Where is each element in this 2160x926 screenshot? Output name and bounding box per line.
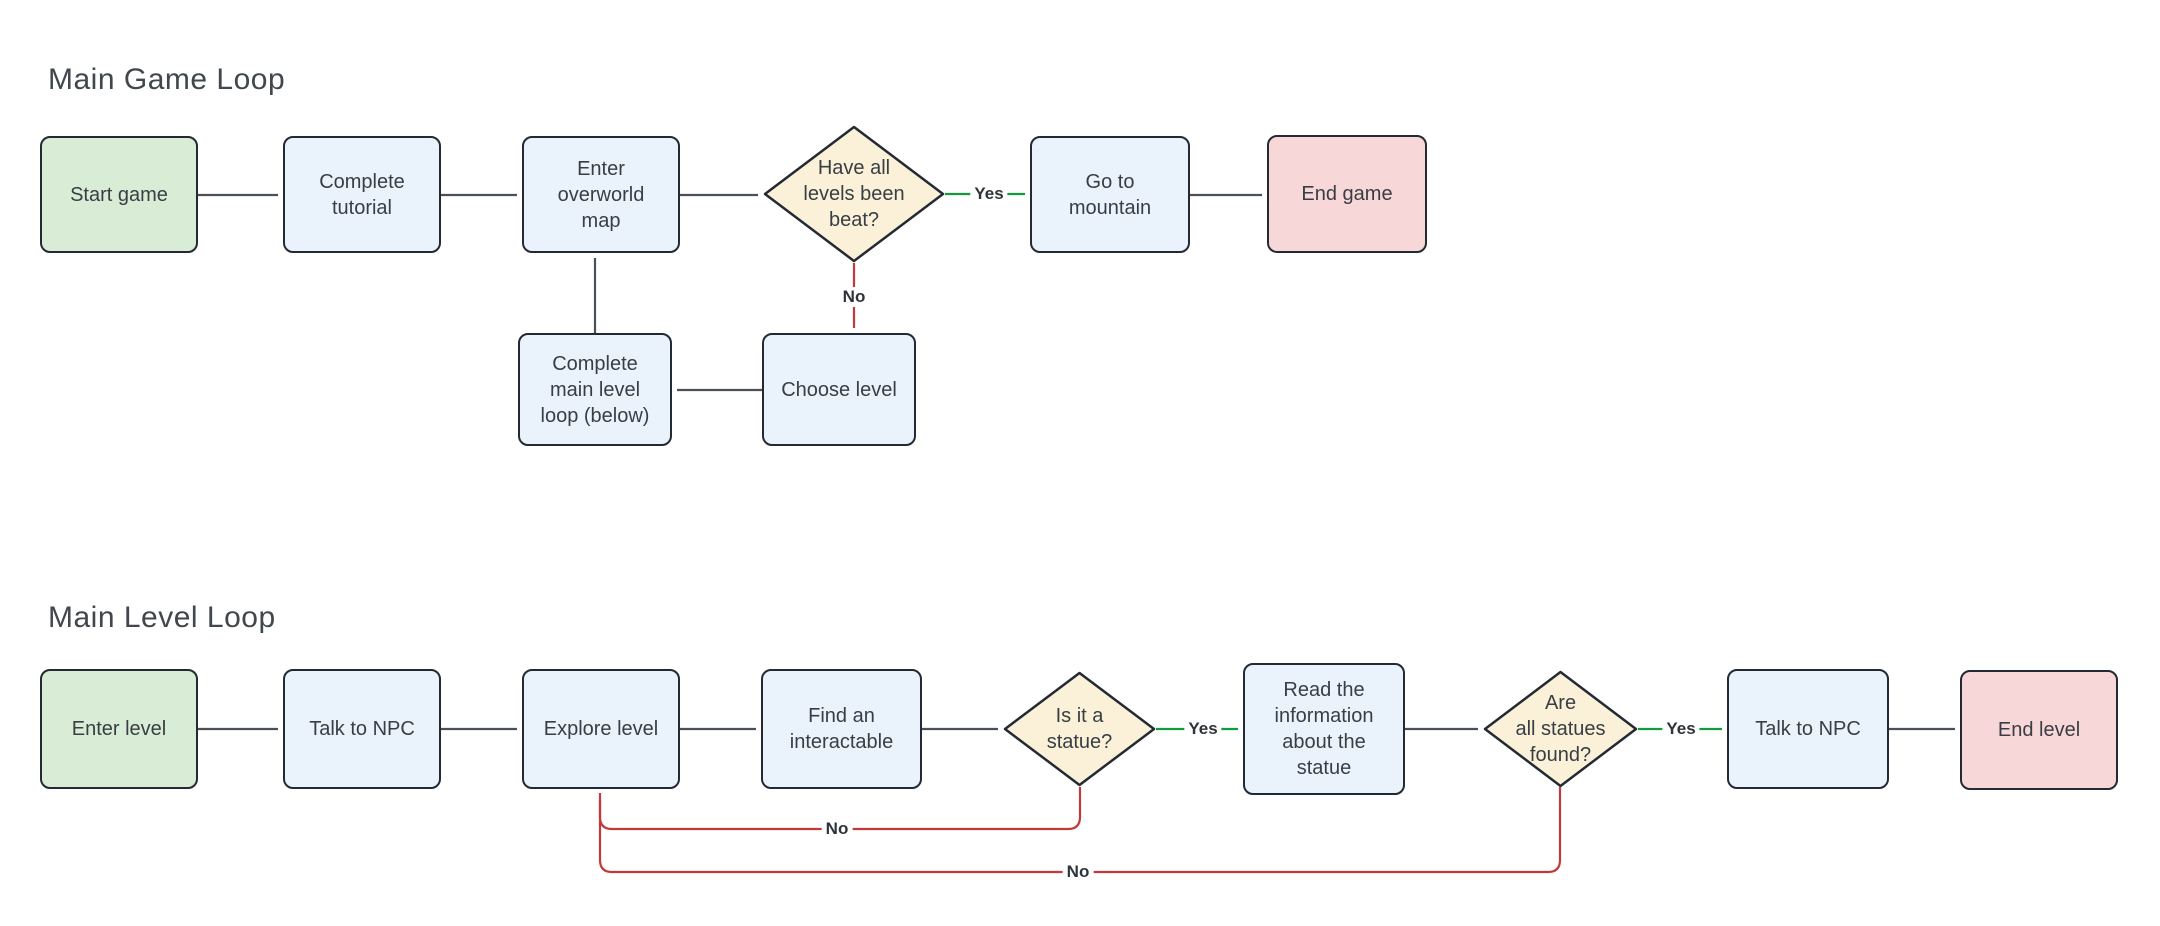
- node-enter-overworld-map: Enter overworld map: [522, 136, 680, 253]
- node-enter-level: Enter level: [40, 669, 198, 789]
- node-label: Read the information about the statue: [1274, 679, 1374, 779]
- edge-label-no-statues-found: No: [1062, 862, 1094, 882]
- node-label: Explore level: [543, 718, 659, 740]
- node-end-level: End level: [1960, 670, 2118, 790]
- node-label: Complete main level loop (below): [540, 352, 650, 427]
- node-go-to-mountain: Go to mountain: [1030, 136, 1190, 253]
- node-decision-statues-found: Are all statues found?: [1483, 670, 1638, 788]
- node-label: Talk to NPC: [309, 718, 415, 740]
- node-find-interactable: Find an interactable: [761, 669, 922, 789]
- edge-label-no-levels-beat: No: [838, 287, 870, 307]
- edge-statuesfound-no-to-explore: [598, 787, 1562, 874]
- node-label: Are all statues found?: [1515, 692, 1606, 766]
- diamond-shape: [1483, 670, 1638, 788]
- node-explore-level: Explore level: [522, 669, 680, 789]
- node-label: Find an interactable: [789, 705, 894, 753]
- node-end-game: End game: [1267, 135, 1427, 253]
- node-read-statue-info: Read the information about the statue: [1243, 663, 1405, 795]
- node-talk-to-npc-1: Talk to NPC: [283, 669, 441, 789]
- diamond-shape: [763, 125, 945, 263]
- page-title-game-loop: Main Game Loop: [48, 63, 286, 96]
- node-label: Complete tutorial: [319, 170, 405, 219]
- node-decision-is-statue: Is it a statue?: [1003, 671, 1156, 787]
- node-complete-main-level-loop: Complete main level loop (below): [518, 333, 672, 446]
- node-label: Choose level: [781, 378, 897, 401]
- edge-label-yes-levels-beat: Yes: [970, 184, 1008, 204]
- node-label: Enter overworld map: [557, 157, 645, 232]
- diamond-shape: [1003, 671, 1156, 787]
- node-label: End level: [1997, 719, 2081, 741]
- node-label: Start game: [70, 183, 168, 206]
- node-label: Go to mountain: [1068, 170, 1152, 219]
- edge-label-yes-is-statue: Yes: [1184, 719, 1222, 739]
- edge-label-no-is-statue: No: [821, 819, 853, 839]
- node-label: Talk to NPC: [1755, 718, 1861, 740]
- node-label: Have all levels been beat?: [803, 157, 905, 231]
- page-title-level-loop: Main Level Loop: [48, 601, 276, 634]
- node-choose-level: Choose level: [762, 333, 916, 446]
- node-complete-tutorial: Complete tutorial: [283, 136, 441, 253]
- node-label: Enter level: [71, 718, 167, 740]
- edge-label-yes-statues-found: Yes: [1662, 719, 1700, 739]
- node-label: End game: [1301, 183, 1393, 205]
- node-label: Is it a statue?: [1046, 705, 1113, 753]
- node-talk-to-npc-2: Talk to NPC: [1727, 669, 1889, 789]
- node-decision-levels-beat: Have all levels been beat?: [763, 125, 945, 263]
- node-start-game: Start game: [40, 136, 198, 253]
